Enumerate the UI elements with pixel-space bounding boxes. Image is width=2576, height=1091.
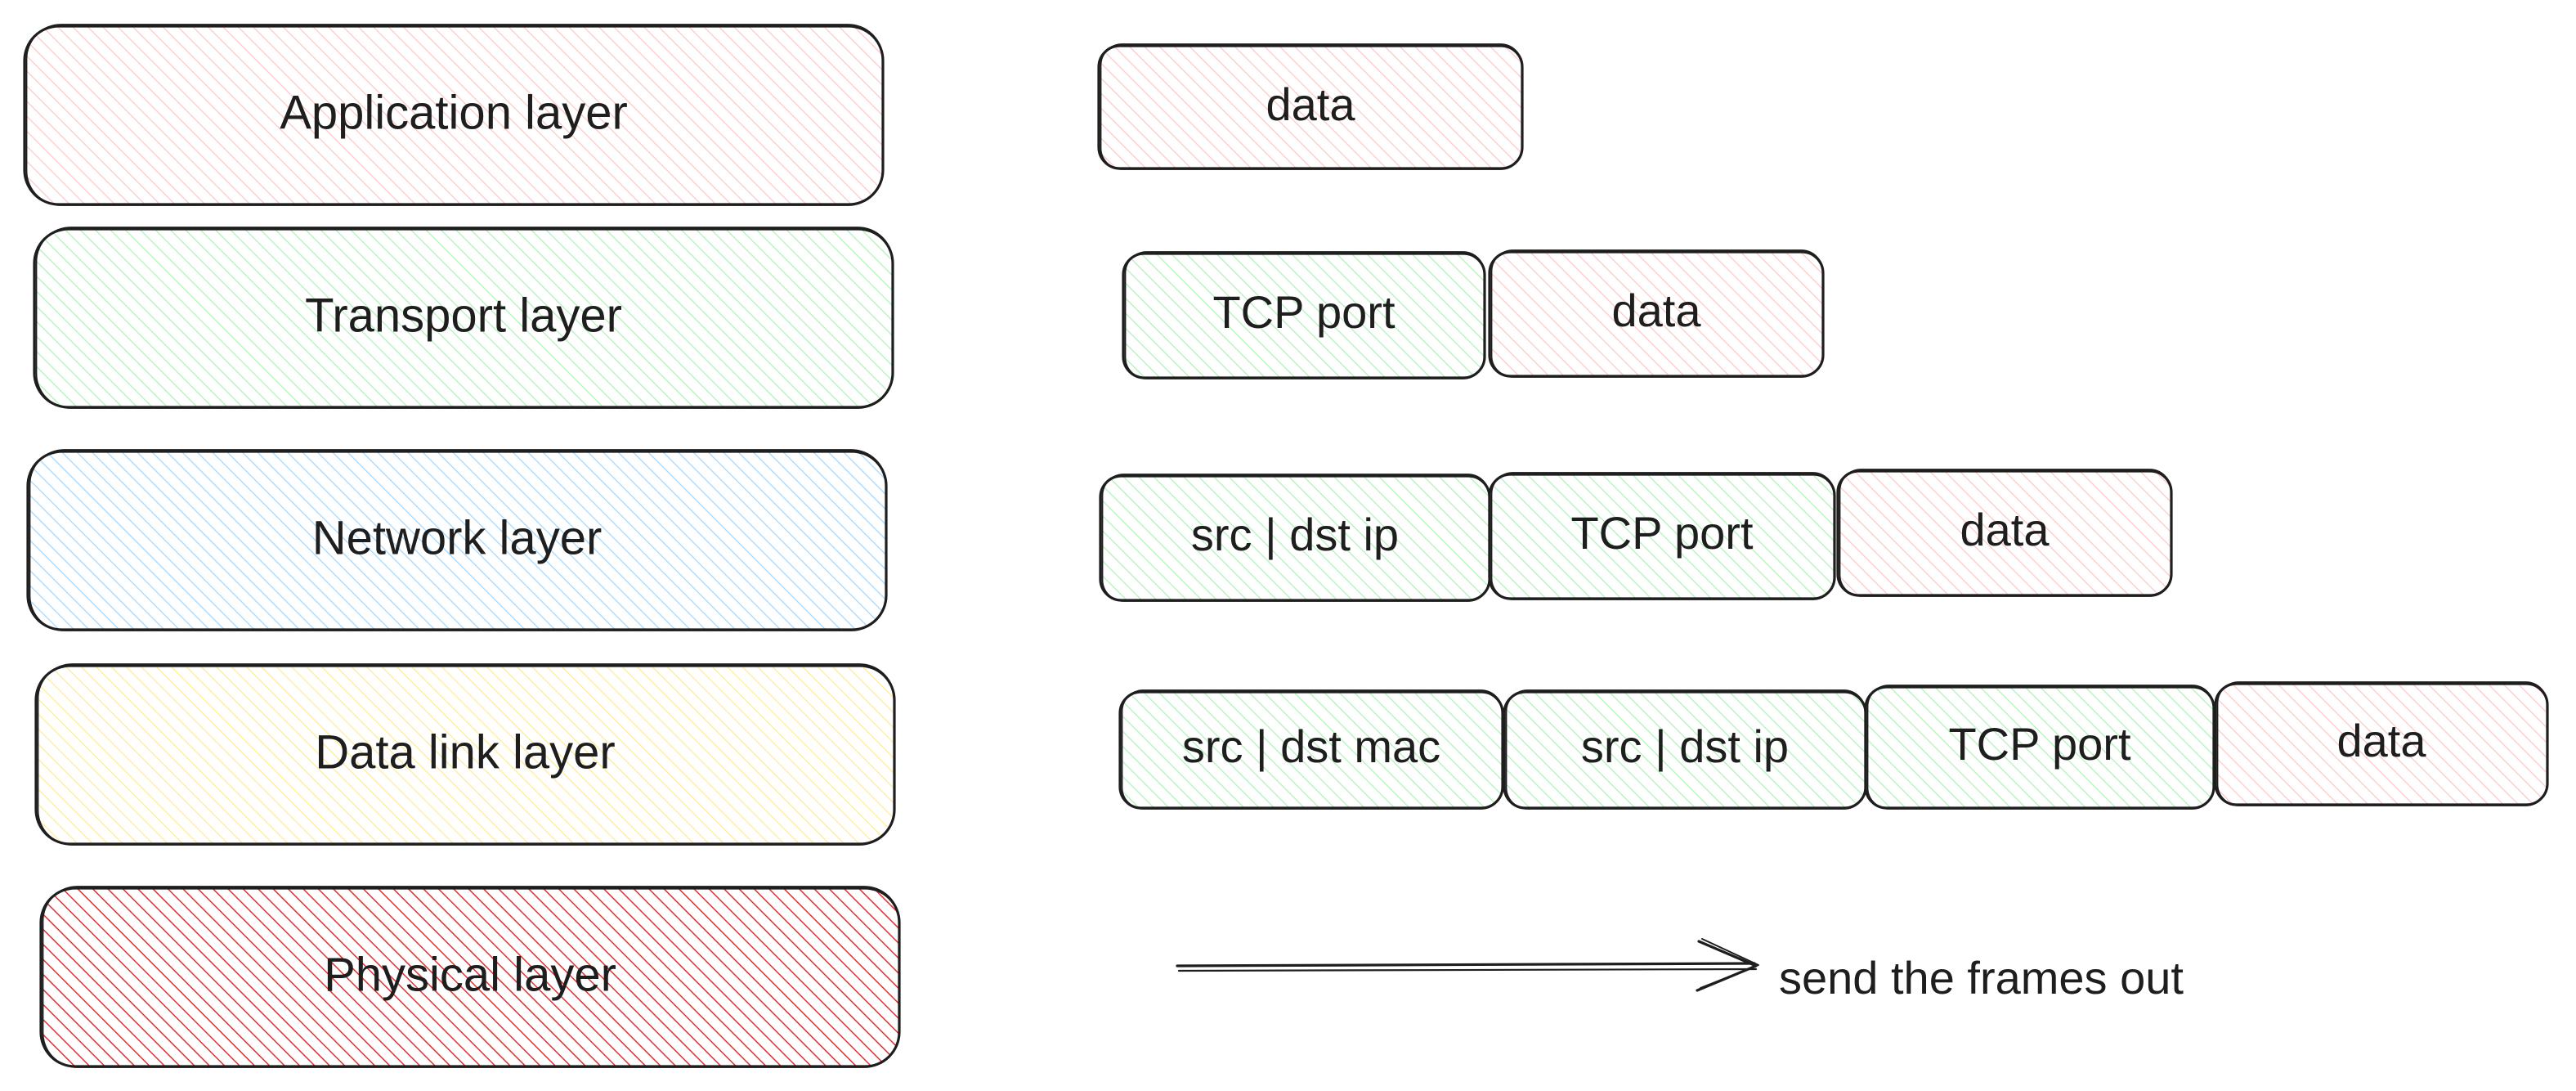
arrow-right-icon [1176, 938, 1759, 992]
network-packet-row: src | dst ip TCP port data [1099, 469, 2173, 602]
tcp-port-segment: TCP port [1122, 251, 1486, 379]
data-segment: data [2214, 681, 2549, 806]
transport-layer-label: Transport layer [305, 289, 622, 342]
transport-layer-box: Transport layer [33, 227, 894, 409]
application-layer-label: Application layer [280, 86, 628, 139]
layer-stack: Application layer Transport layer Networ… [23, 24, 901, 1068]
data-link-packet-row: src | dst mac src | dst ip TCP port data [1118, 681, 2549, 810]
data-segment-label: data [1960, 504, 2050, 555]
data-segment-label: data [2337, 715, 2427, 766]
network-layer-box: Network layer [26, 449, 888, 631]
tcp-port-segment: TCP port [1864, 685, 2215, 810]
transport-packet-row: TCP port data [1122, 249, 1825, 379]
data-segment-label: data [1612, 285, 1702, 336]
src-dst-mac-segment: src | dst mac [1118, 689, 1504, 810]
tcp-port-segment: TCP port [1488, 472, 1836, 600]
src-dst-ip-segment: src | dst ip [1503, 689, 1867, 810]
physical-layer-label: Physical layer [324, 948, 616, 1001]
src-dst-ip-segment-label: src | dst ip [1581, 721, 1789, 772]
application-packet-row: data [1097, 43, 1524, 170]
send-frames-caption: send the frames out [1779, 952, 2184, 1003]
src-dst-ip-segment-label: src | dst ip [1191, 509, 1399, 560]
tcp-port-segment-label: TCP port [1948, 718, 2130, 770]
data-link-layer-label: Data link layer [315, 725, 615, 779]
data-link-layer-box: Data link layer [34, 663, 896, 846]
data-segment: data [1836, 469, 2173, 597]
send-arrow: send the frames out [1176, 938, 2184, 1003]
data-segment-label: data [1266, 79, 1356, 130]
src-dst-mac-segment-label: src | dst mac [1182, 721, 1440, 772]
data-segment: data [1097, 43, 1524, 170]
application-layer-box: Application layer [23, 24, 885, 206]
data-segment: data [1488, 249, 1825, 378]
tcp-port-segment-label: TCP port [1570, 507, 1753, 559]
physical-layer-box: Physical layer [39, 886, 901, 1068]
tcp-port-segment-label: TCP port [1212, 286, 1395, 338]
src-dst-ip-segment: src | dst ip [1099, 474, 1491, 602]
network-layer-label: Network layer [312, 511, 603, 564]
